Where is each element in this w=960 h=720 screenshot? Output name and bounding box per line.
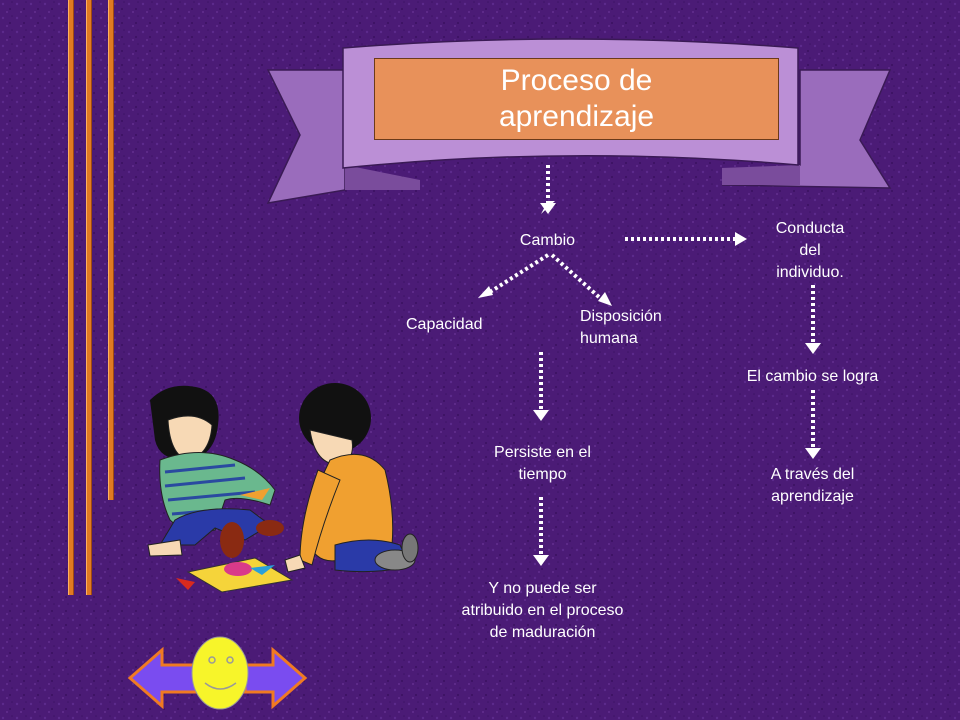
title-line-1: Proceso de bbox=[500, 64, 653, 97]
node-traves: A través del aprendizaje bbox=[770, 466, 855, 505]
ribbon-tail-left bbox=[266, 69, 346, 204]
node-logra: El cambio se logra bbox=[746, 368, 879, 385]
left-stripe-1 bbox=[68, 0, 74, 595]
nav-forward-button[interactable] bbox=[243, 648, 307, 708]
children-illustration bbox=[147, 383, 419, 593]
node-disposicion: Disposición humana bbox=[580, 308, 662, 347]
node-cambio: Cambio bbox=[519, 232, 576, 249]
nav-home-button[interactable] bbox=[192, 637, 248, 709]
node-persiste: Persiste en el tiempo bbox=[494, 444, 591, 483]
title-line-2: aprendizaje bbox=[498, 100, 655, 133]
ribbon-fold-right bbox=[722, 165, 800, 185]
smiley-icon bbox=[191, 636, 249, 710]
left-stripe-3 bbox=[108, 0, 114, 500]
title-box: Proceso de aprendizaje bbox=[374, 58, 779, 140]
node-capacidad: Capacidad bbox=[406, 316, 483, 333]
ribbon-fold-left bbox=[345, 165, 420, 190]
node-conducta: Conducta del individuo. bbox=[775, 220, 845, 281]
left-stripe-2 bbox=[86, 0, 92, 595]
node-atribuido: Y no puede ser atribuido en el proceso d… bbox=[461, 580, 624, 641]
